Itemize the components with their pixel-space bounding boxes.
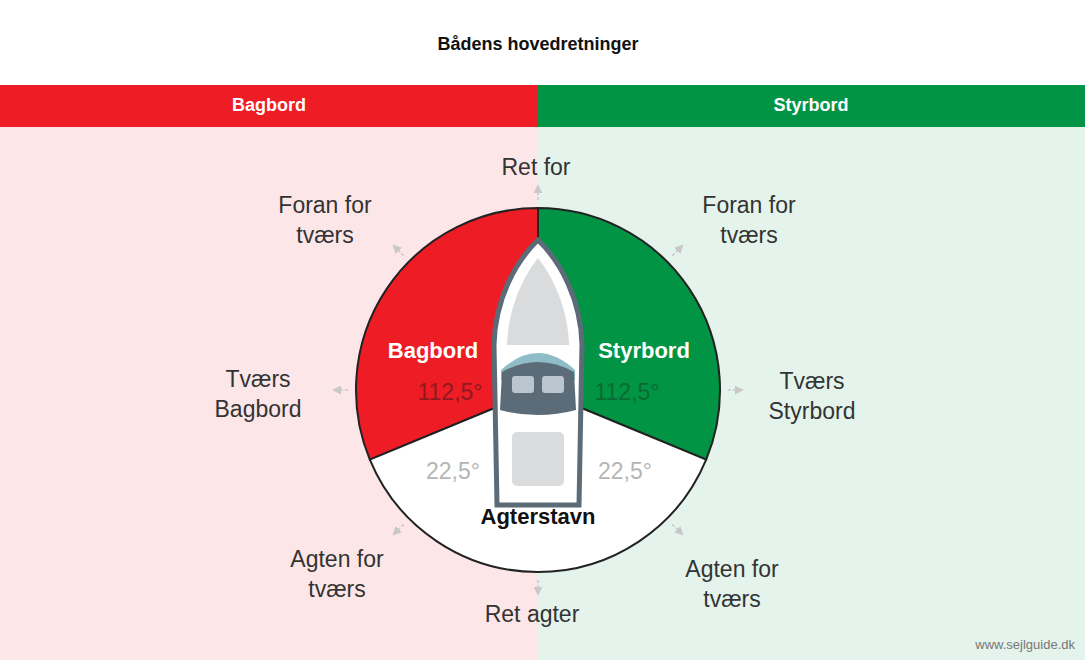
direction-arrow (334, 389, 348, 391)
direction-label: Foran for tværs (258, 191, 393, 251)
direction-label: Tværs Bagbord (191, 365, 326, 425)
direction-arrow (672, 246, 682, 256)
direction-label: Ret agter (485, 600, 580, 630)
direction-arrow (672, 524, 682, 534)
sector-outline (538, 208, 720, 460)
node-text: Styrbord (598, 337, 690, 366)
direction-label: Tværs Styrbord (745, 367, 880, 427)
node-text: 22,5° (426, 457, 480, 487)
node-text: Agterstavn (481, 503, 596, 532)
watermark: www.sejlguide.dk (975, 637, 1075, 654)
direction-arrow (394, 524, 404, 534)
node-text: Bagbord (388, 337, 478, 366)
sector-region: 22,5° 22,5°Agterstavn (356, 208, 720, 572)
diagram-title: Bådens hovedretninger (437, 33, 638, 56)
node-text: Styrbord (773, 94, 848, 117)
band-header: Bagbord (0, 85, 538, 127)
band-header: Styrbord (538, 85, 1085, 127)
direction-label: Agten for tværs (270, 545, 405, 605)
node-text: 22,5° (598, 457, 652, 487)
direction-arrow (394, 246, 404, 256)
direction-label: Ret for (501, 153, 570, 183)
node-text: 112,5° (417, 378, 482, 408)
direction-arrow (537, 580, 539, 594)
node-text: Bagbord (232, 94, 306, 117)
direction-label: Foran for tværs (682, 191, 817, 251)
sector-outline (370, 390, 706, 572)
sector-outline (356, 208, 538, 460)
direction-arrow (537, 186, 539, 200)
direction-arrow (728, 389, 742, 391)
node-text: 112,5° (594, 378, 659, 408)
direction-label: Agten for tværs (665, 555, 800, 615)
